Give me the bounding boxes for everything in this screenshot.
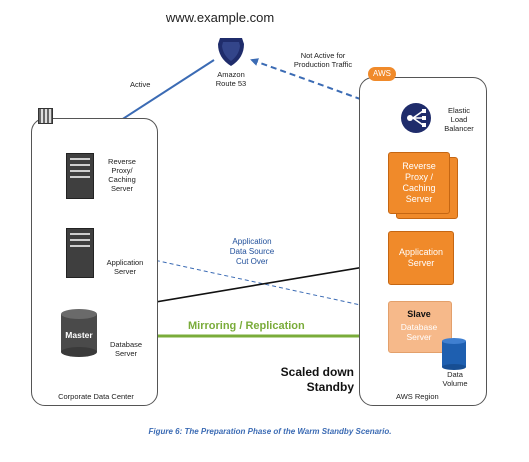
domain-title: www.example.com <box>165 10 275 25</box>
corporate-reverse-proxy-label: Reverse Proxy/ Caching Server <box>108 157 136 193</box>
corporate-reverse-proxy-server <box>66 153 94 199</box>
aws-app-server-label: Application Server <box>398 247 444 268</box>
slave-title: Slave <box>407 309 431 319</box>
building-icon <box>38 108 53 124</box>
mirroring-label: Mirroring / Replication <box>188 320 305 332</box>
data-volume-label: Data Volume <box>442 370 468 388</box>
corporate-app-server-label: Application Server <box>106 258 144 276</box>
aws-app-server: Application Server <box>388 231 454 285</box>
slave-sub-label: Database Server <box>400 322 438 342</box>
aws-badge: AWS <box>368 67 396 81</box>
not-active-label: Not Active for Production Traffic <box>293 51 353 69</box>
figure-caption: Figure 6: The Preparation Phase of the W… <box>148 427 392 436</box>
aws-region-caption: AWS Region <box>396 392 439 401</box>
slave-database-server <box>388 301 452 353</box>
corporate-app-server <box>66 228 94 278</box>
corporate-data-center-panel <box>31 118 158 406</box>
load-balancer-icon <box>401 103 431 133</box>
corporate-db-label: Database Server <box>109 340 143 358</box>
cut-over-label: Application Data Source Cut Over <box>229 237 275 266</box>
elb-label: Elastic Load Balancer <box>444 106 474 133</box>
active-label: Active <box>130 80 151 89</box>
route53-shield-icon <box>218 38 244 66</box>
aws-reverse-proxy-server: Reverse Proxy / Caching Server <box>388 152 450 214</box>
scaled-down-standby-label: Scaled down Standby <box>280 365 354 394</box>
corporate-caption: Corporate Data Center <box>58 392 134 401</box>
aws-reverse-proxy-label: Reverse Proxy / Caching Server <box>402 161 436 204</box>
data-volume-icon <box>442 338 466 370</box>
master-database-icon <box>61 309 97 357</box>
route53-label: Amazon Route 53 <box>215 70 247 88</box>
master-label: Master <box>65 330 93 340</box>
cut-over-dashed-line <box>107 249 389 312</box>
